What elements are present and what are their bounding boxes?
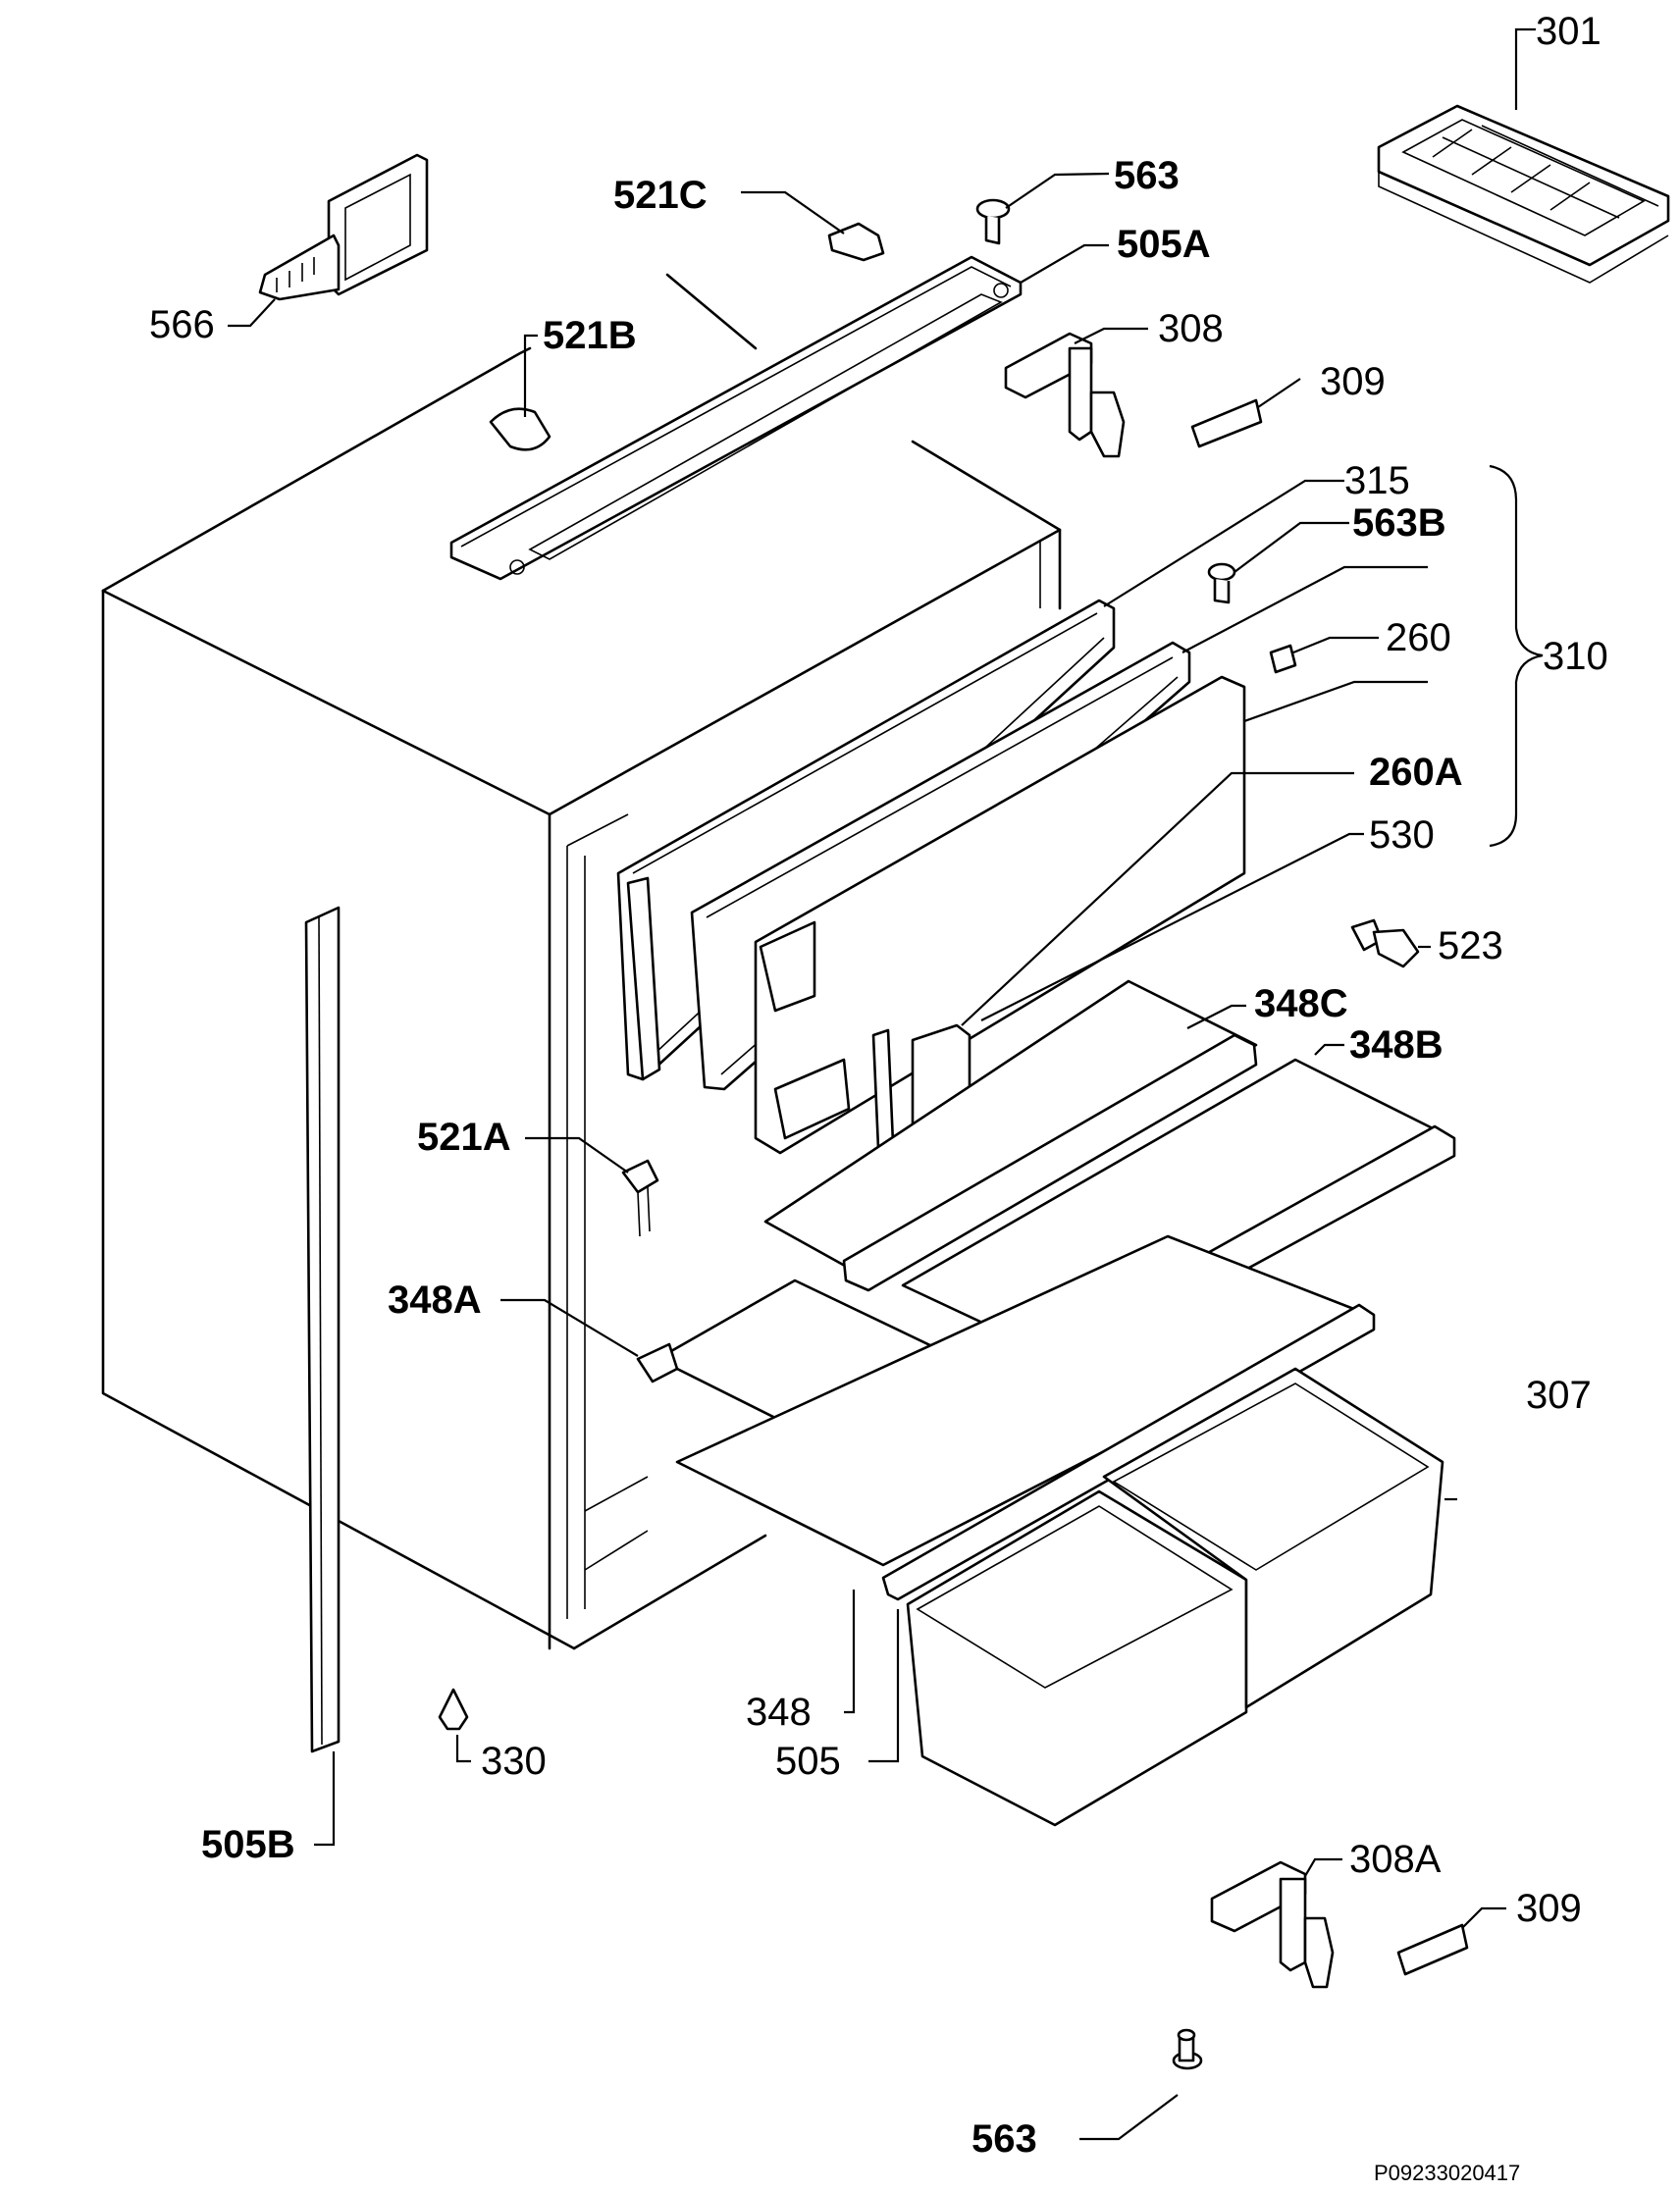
part-301-ice-tray <box>1377 104 1670 284</box>
part-563b-screw <box>1207 562 1236 604</box>
label-563-top: 563 <box>1114 154 1180 197</box>
label-348: 348 <box>746 1691 812 1734</box>
leader-lines <box>228 27 1536 2141</box>
part-307-crisper-drawer-left <box>906 1489 1248 1827</box>
part-521a-holder <box>621 1159 659 1237</box>
cabinet-body <box>101 273 1062 1650</box>
part-563-screw-top <box>975 198 1011 245</box>
part-307-crisper-drawer-right <box>1102 1367 1444 1709</box>
part-308a-hinge <box>1210 1860 1335 1989</box>
label-505a: 505A <box>1117 223 1211 266</box>
part-330-foot <box>438 1688 469 1731</box>
label-521b: 521B <box>543 314 637 357</box>
label-315: 315 <box>1344 459 1410 502</box>
part-348c-shelf <box>763 979 1258 1292</box>
label-307: 307 <box>1526 1374 1592 1417</box>
part-260-clip <box>1269 644 1297 674</box>
label-260a: 260A <box>1369 751 1463 794</box>
label-309-top: 309 <box>1320 360 1386 403</box>
label-530: 530 <box>1369 813 1435 857</box>
label-309-bottom: 309 <box>1516 1887 1582 1930</box>
label-505b: 505B <box>201 1823 295 1866</box>
label-523: 523 <box>1438 924 1503 967</box>
bracket-310 <box>1489 464 1544 848</box>
label-521a: 521A <box>417 1116 511 1159</box>
part-309-plate-bottom <box>1396 1923 1469 1976</box>
label-308a: 308A <box>1349 1838 1442 1881</box>
part-505a-top-strip <box>449 255 1023 581</box>
label-348b: 348B <box>1349 1023 1444 1067</box>
label-330: 330 <box>481 1740 547 1783</box>
label-260: 260 <box>1386 616 1451 659</box>
part-563-screw-bottom <box>1172 2028 1203 2070</box>
label-521c: 521C <box>613 174 708 217</box>
label-308: 308 <box>1158 307 1224 350</box>
label-563-bottom: 563 <box>971 2117 1037 2161</box>
part-505-shelf-trim <box>881 1303 1376 1601</box>
label-310: 310 <box>1543 635 1608 678</box>
label-348c: 348C <box>1254 982 1348 1025</box>
label-563b: 563B <box>1352 501 1446 545</box>
part-309-plate-top <box>1190 398 1263 448</box>
label-505: 505 <box>775 1740 841 1783</box>
part-566-key <box>258 153 429 301</box>
part-505b-vertical-strip <box>304 906 341 1753</box>
label-348a: 348A <box>388 1279 482 1322</box>
part-308-hinge <box>1004 332 1126 458</box>
part-523-lamp <box>1350 918 1420 968</box>
label-301: 301 <box>1536 10 1601 53</box>
part-521b-cap <box>489 407 551 451</box>
label-566: 566 <box>149 303 215 346</box>
reference-number: P09233020417 <box>1374 2161 1520 2185</box>
